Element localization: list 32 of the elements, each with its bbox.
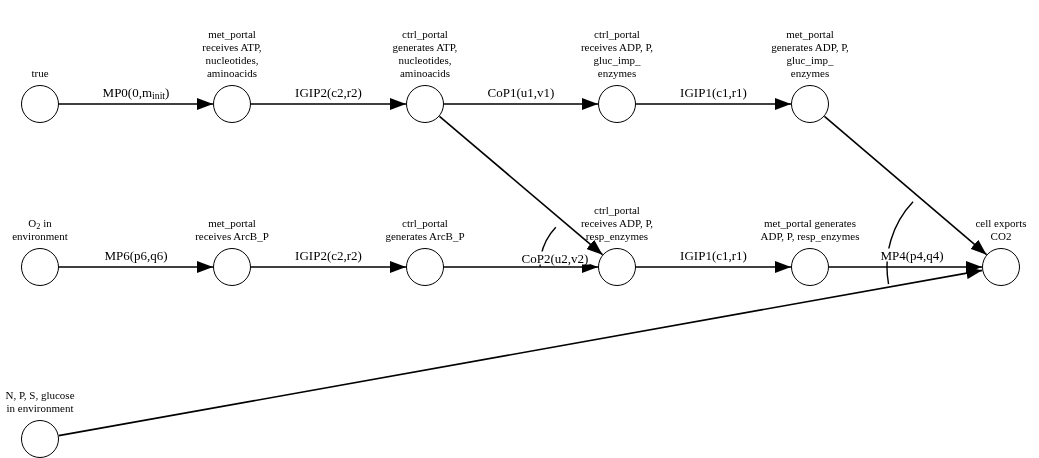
node-label: N, P, S, glucose in environment (4, 389, 76, 415)
edge-label: CoP2(u2,v2) (520, 251, 590, 265)
edge-label: MP4(p4,q4) (879, 248, 945, 262)
edge-label: CoP1(u1,v1) (486, 85, 556, 99)
arrow (635, 98, 792, 110)
arrow (438, 115, 604, 256)
node-label: ctrl_portal generates ArcB_P (385, 217, 465, 243)
node-label: met_portal generates ADP, P, gluc_imp_ enzymes (770, 28, 850, 80)
edge-label: IGIP2(c2,r2) (294, 85, 363, 99)
edge-label: IGIP1(c1,r1) (679, 85, 748, 99)
arrow (635, 261, 792, 273)
edge-label: MP0(0,m$_{init}$) (101, 85, 171, 99)
node-label: cell exports CO2 (974, 217, 1028, 243)
arrow (57, 267, 984, 437)
node-label: ctrl_portal generates ATP, nucleotides, aminoacids (391, 28, 459, 80)
node-label: met_portal generates ADP, P, resp_enzymes (759, 217, 861, 243)
arrow (58, 261, 214, 273)
node-label: O$_{2}$ in environment (11, 217, 69, 243)
edge-label: IGIP1(c1,r1) (679, 248, 748, 262)
node-label: ctrl_portal receives ADP, P, gluc_imp_ enzymes (579, 28, 655, 80)
arrow (250, 98, 407, 110)
node-label: true (31, 67, 49, 80)
node-label: met_portal receives ArcB_P (194, 217, 270, 243)
edge-label: MP6(p6,q6) (103, 248, 169, 262)
arrow (823, 115, 988, 256)
node-label: met_portal receives ATP, nucleotides, aminoacids (201, 28, 263, 80)
arrow (58, 98, 214, 110)
arrow (443, 261, 599, 273)
edge-label: IGIP2(c2,r2) (294, 248, 363, 262)
arrow (250, 261, 407, 273)
node-label: ctrl_portal receives ADP, P, resp_enzymes (579, 204, 655, 243)
arrow (443, 98, 599, 110)
